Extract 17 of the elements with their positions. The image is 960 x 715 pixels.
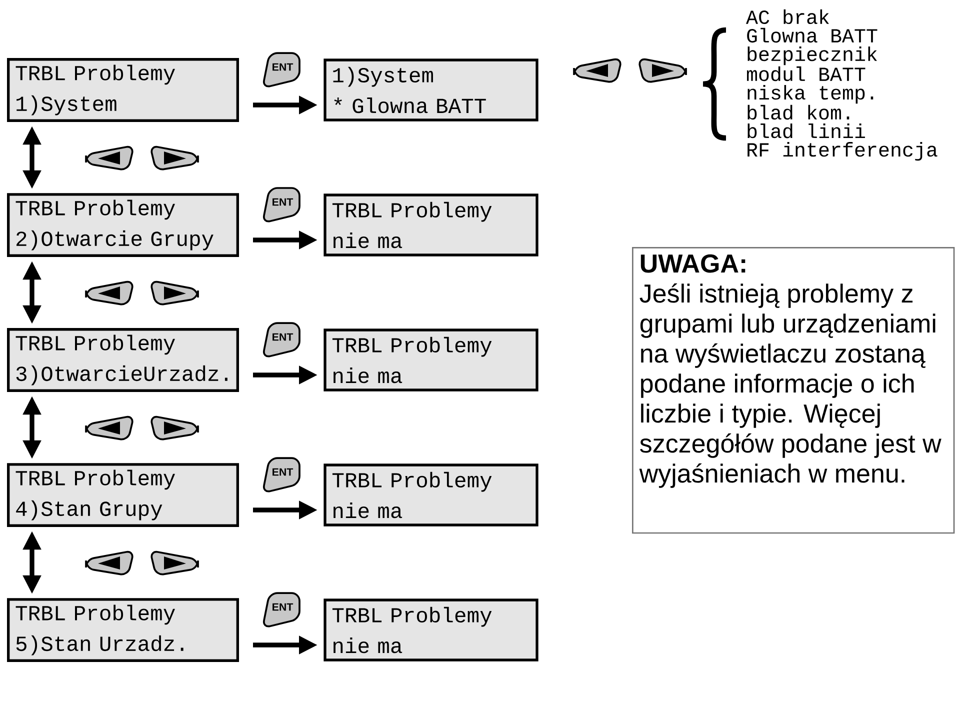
enter-key: ENT	[263, 322, 300, 358]
enter-key: ENT	[263, 592, 300, 628]
enter-key: ENT	[263, 52, 300, 88]
option-list: AC brak Glowna BATT bezpiecznik modul BATT niska temp. blad kom. blad linii RF interferencja	[746, 9, 938, 161]
enter-key: ENT	[263, 187, 300, 222]
lcd-display: TRBL Problemy nie ma	[324, 328, 538, 392]
enter-key: ENT	[263, 457, 300, 492]
lcd-display: TRBL Problemy 1)System	[7, 58, 239, 122]
lcd-display: TRBL Problemy 3)OtwarcieUrzadz.	[7, 328, 239, 392]
lcd-display: TRBL Problemy 5)Stan Urzadz.	[7, 598, 239, 662]
lcd-display: TRBL Problemy nie ma	[324, 194, 538, 256]
lcd-display: TRBL Problemy nie ma	[324, 598, 538, 662]
lcd-display: TRBL Problemy 2)Otwarcie Grupy	[7, 193, 239, 257]
note-box: UWAGA: Jeśli istnieją problemy z grupami lub urządzeniami na wyświetlaczu zostaną podane informacje o ich liczbie i typie. Więcej szczegółów podane jest w wyjaśnieniach w menu.	[632, 247, 955, 534]
lcd-display: 1)System * Glowna BATT	[324, 58, 538, 122]
lcd-display: TRBL Problemy nie ma	[324, 464, 538, 526]
lcd-display: TRBL Problemy 4)Stan Grupy	[7, 463, 239, 527]
